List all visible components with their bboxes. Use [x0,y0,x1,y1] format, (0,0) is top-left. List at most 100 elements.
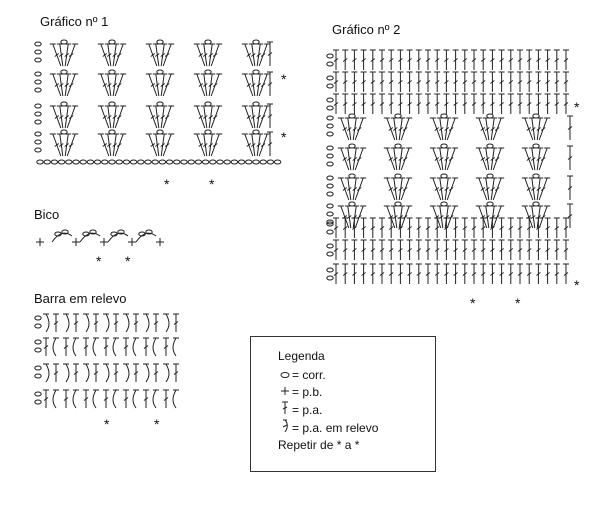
chain-stitch [532,201,540,207]
bico-title: Bico [34,207,60,222]
chain-stitch [348,113,356,119]
double-crochet-stitch [471,71,477,92]
relief-double-crochet-stitch [52,389,59,409]
double-crochet-stitch [369,239,376,260]
double-crochet-stitch [429,177,442,201]
double-crochet-stitch [163,389,169,408]
grafico-1-repeat-star: * [164,176,170,192]
double-crochet-stitch [241,73,254,97]
chain-stitch [117,229,125,235]
double-crochet-stitch [521,117,534,141]
double-crochet-stitch [434,239,441,260]
double-crochet-stitch [563,263,569,284]
chain-stitch [34,79,42,85]
chain-stitch [326,175,334,181]
double-crochet-stitch [489,49,496,70]
double-crochet-stitch [397,263,404,284]
relief-double-crochet-stitch [123,313,130,333]
double-crochet-stitch [153,363,159,382]
relief-double-crochet-stitch [132,337,139,357]
relief-double-crochet-stitch [163,313,170,333]
double-crochet-stitch [553,49,560,70]
double-crochet-stitch [210,133,223,157]
double-crochet-stitch [471,49,477,70]
relief-double-crochet-stitch [112,337,119,357]
relief-double-crochet-stitch [63,363,70,383]
chain-stitch [144,159,152,165]
double-crochet-stitch [425,71,431,92]
double-crochet-stitch [443,49,450,70]
double-crochet-stitch [434,217,441,238]
double-crochet-stitch [443,263,450,284]
double-crochet-stitch [342,71,349,92]
chain-stitch [34,41,42,47]
chain-stitch [326,183,334,189]
double-crochet-stitch [461,239,468,260]
relief-double-crochet-stitch [92,389,99,409]
chain-stitch [65,159,73,165]
chain-stitch [61,229,69,235]
chain-stitch [34,147,42,153]
double-crochet-stitch [452,263,459,284]
double-crochet-stitch [461,93,468,114]
double-crochet-stitch [162,43,175,67]
chain-stitch [348,143,356,149]
chain-stitch [156,101,164,107]
chain-stitch [108,69,116,75]
double-crochet-stitch [97,73,110,97]
chain-stitch [108,39,116,45]
grafico-2-diagram [326,49,573,284]
chain-stitch [34,347,42,353]
double-crochet-stitch [498,239,505,260]
grafico-2-repeat-star: * [470,295,476,311]
double-crochet-stitch [49,133,62,157]
single-crochet-stitch [72,238,80,246]
legend-item: = corr. [278,368,326,382]
double-crochet-stitch [173,363,179,382]
double-crochet-stitch [53,313,59,332]
double-crochet-stitch [258,43,271,67]
double-crochet-stitch [397,49,404,70]
double-crochet-stitch [567,175,573,200]
double-crochet-stitch [461,217,468,238]
double-crochet-stitch [49,43,62,67]
double-crochet-stitch [443,239,450,260]
double-crochet-stitch [163,337,169,356]
double-crochet-stitch [162,73,175,97]
relief-double-crochet-icon [278,419,292,436]
double-crochet-stitch [526,93,533,114]
double-crochet-stitch [354,205,367,229]
double-crochet-stitch [425,49,431,70]
chain-stitch [173,159,181,165]
double-crochet-stitch [434,49,441,70]
double-crochet-icon [278,401,292,418]
grafico-1-diagram [34,39,282,165]
chain-stitch [204,129,212,135]
chain-stitch [216,159,224,165]
legend-item: = p.b. [278,385,322,399]
double-crochet-stitch [429,147,442,171]
double-crochet-stitch [489,239,496,260]
chain-stitch [326,229,334,235]
relief-double-crochet-stitch [72,337,79,357]
relief-double-crochet-stitch [123,363,130,383]
chain-stitch [137,159,145,165]
barra-diagram [34,313,179,409]
double-crochet-stitch [507,217,514,238]
double-crochet-stitch [337,177,350,201]
double-crochet-stitch [354,117,367,141]
double-crochet-stitch [526,49,533,70]
double-crochet-stitch [66,105,79,129]
double-crochet-stitch [475,177,488,201]
chain-stitch [204,39,212,45]
double-crochet-stitch [351,49,358,70]
chain-stitch [145,229,153,235]
double-crochet-stitch [383,177,396,201]
double-crochet-stitch [461,49,468,70]
double-crochet-stitch [517,49,523,70]
chain-stitch [156,69,164,75]
double-crochet-stitch [452,71,459,92]
double-crochet-stitch [517,93,523,114]
double-crochet-stitch [397,71,404,92]
double-crochet-stitch [114,105,127,129]
